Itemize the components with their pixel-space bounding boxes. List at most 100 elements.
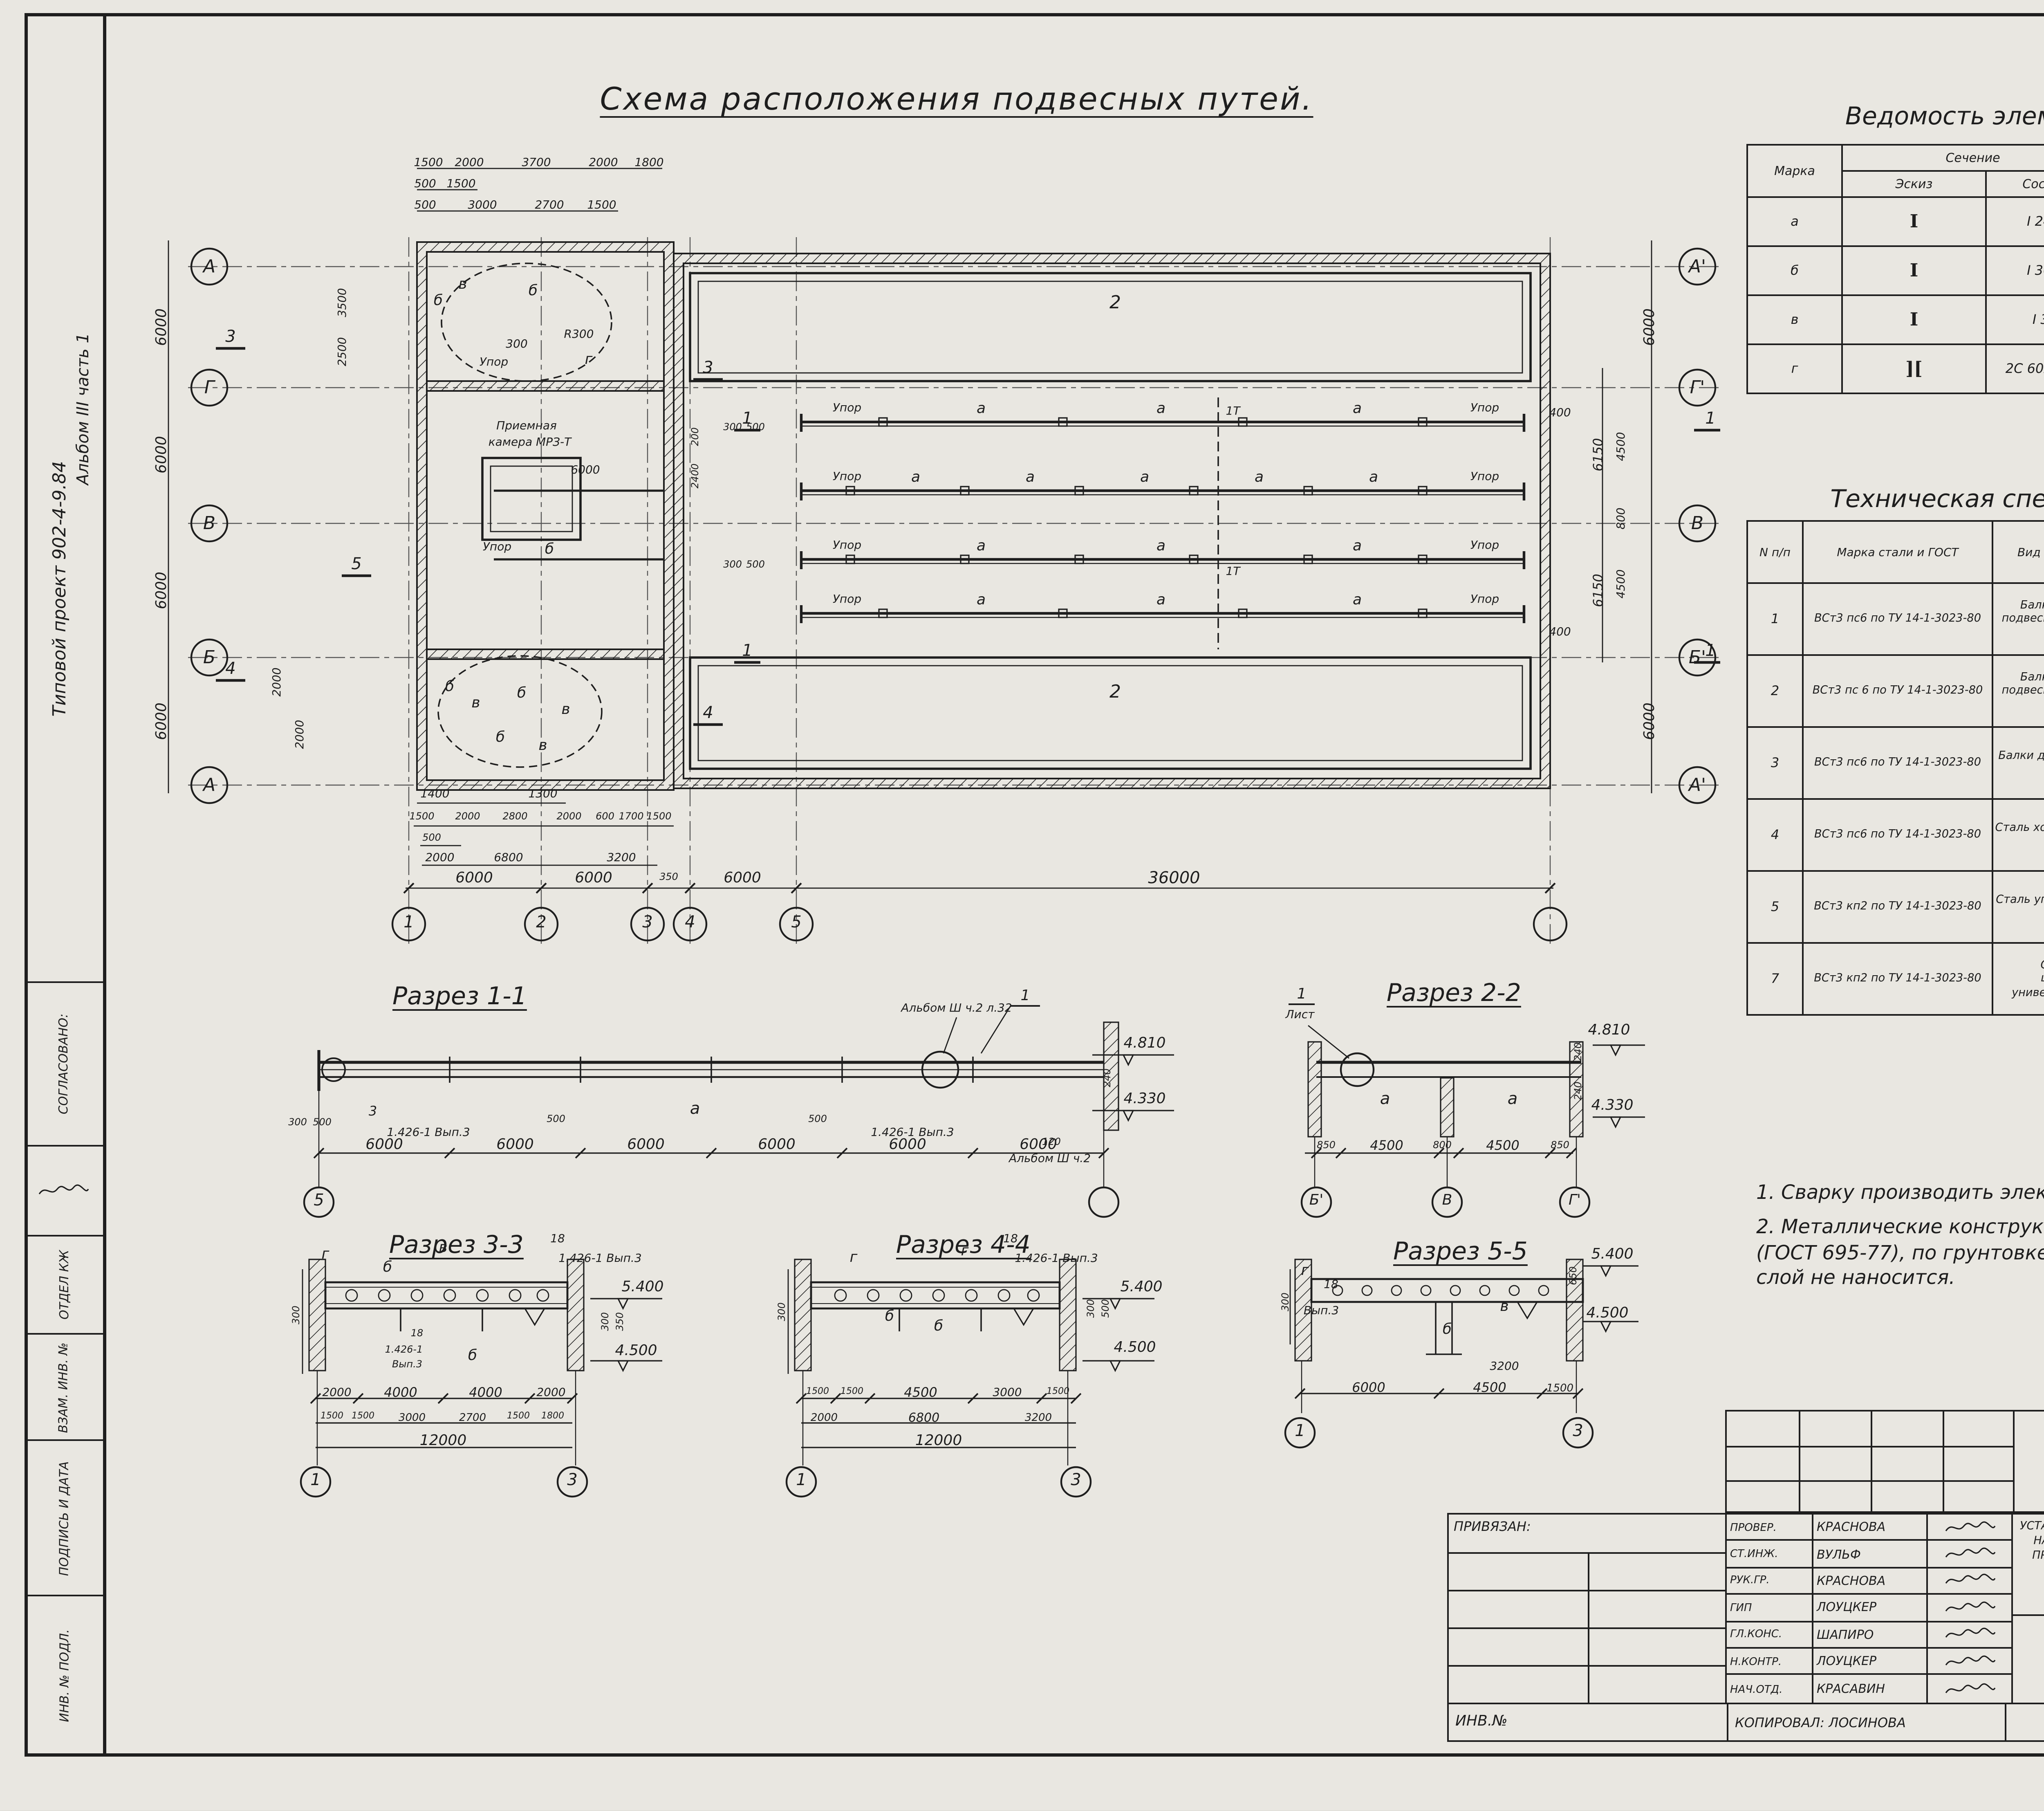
monorail-beams	[494, 414, 1526, 623]
signature	[1944, 1574, 1995, 1584]
axis-label: 4	[685, 914, 695, 932]
cell-marka: а	[1746, 196, 1843, 247]
ref-callout: 1.426-1 Вып.3	[871, 1126, 954, 1139]
dim-label: 3	[368, 1104, 377, 1119]
elevation-marks	[1289, 1265, 1638, 1344]
signature	[1944, 1655, 1995, 1665]
dim-label: 36000	[1148, 870, 1200, 888]
dim-label: 240	[1102, 1068, 1114, 1087]
dim-label: 1400	[420, 788, 450, 801]
privyazan-block: ПРИВЯЗАН:	[1449, 1515, 1727, 1703]
dim-label: 2700	[535, 199, 564, 212]
side-cell-label: СОГЛАСОВАНО:	[56, 1013, 72, 1115]
dim-label: 3700	[522, 156, 551, 169]
side-cell-podpis-data: ПОДПИСЬ И ДАТА	[25, 1439, 103, 1595]
dim-label: 2000	[425, 851, 455, 864]
elevation-value: 4.330	[1123, 1092, 1166, 1108]
beam-mark: а	[1352, 593, 1362, 609]
axis-label: Б'	[1309, 1193, 1324, 1210]
dim-label: 500	[313, 1117, 332, 1129]
beam-mark: б	[1442, 1322, 1452, 1339]
dim-label: 500	[414, 177, 436, 191]
dim-label: 6000	[455, 871, 493, 887]
dim-label: 300	[723, 559, 742, 571]
dim-label: 2000	[589, 156, 618, 169]
beam-mark: б	[433, 294, 443, 310]
cell-profile: Сталь холодногнутая швеллеры ГОСТ 8278-8…	[1992, 798, 2044, 872]
dim-label: 4500	[1370, 1138, 1403, 1153]
dim-label: 18	[550, 1232, 565, 1245]
dim-label: 650	[1568, 1266, 1580, 1285]
cell-sketch: I	[1841, 245, 1987, 296]
dim-label: 1500	[840, 1387, 863, 1397]
dim-label: 120	[1042, 1137, 1061, 1148]
building-walls	[416, 241, 1551, 791]
sig-role: РУК.ГР.	[1730, 1574, 1770, 1587]
filter-basins	[689, 272, 1532, 770]
dim-label: 1500	[507, 1412, 530, 1422]
dim-label: 12000	[419, 1434, 467, 1450]
axis-label: 5	[314, 1192, 324, 1210]
dim-label: 18	[1324, 1278, 1338, 1291]
cell-profile: Балки двутавровые ГОСТ 8239-72	[1992, 726, 2044, 800]
dim-label: 800	[1615, 507, 1628, 530]
dim-label: 300	[600, 1312, 612, 1331]
dim-label: 850	[1551, 1140, 1569, 1151]
side-cell-soglasovano: СОГЛАСОВАНО:	[25, 981, 103, 1145]
beam-mark: б	[517, 686, 527, 702]
walls	[308, 1259, 585, 1371]
beam-mark: б	[545, 542, 554, 559]
axis-label: 3	[1573, 1423, 1583, 1441]
dim-lines	[796, 1371, 1082, 1465]
stop-label: Упор	[1470, 593, 1499, 606]
sig-name: КРАСНОВА	[1812, 1515, 1926, 1540]
dim-label: 6000	[758, 1138, 796, 1154]
dim-label: 18	[1003, 1232, 1018, 1245]
elevation-value: 4.500	[1114, 1340, 1156, 1357]
dim-label: 2000	[294, 720, 307, 749]
axis-label: 1	[310, 1472, 321, 1490]
cell-sketch: I	[1841, 196, 1987, 247]
cell-sostav: 2С 60х50х3	[1985, 343, 2044, 394]
signature-row: Н.КОНТР. ЛОУЦКЕР	[1727, 1648, 2011, 1676]
sig-field	[1926, 1568, 2011, 1593]
dim-label: 800	[1433, 1140, 1452, 1151]
beam-mark: г	[321, 1247, 329, 1263]
elevation-marks	[1593, 1044, 1645, 1129]
frame-line	[103, 13, 106, 1757]
beam-mark: а	[1156, 402, 1166, 418]
side-cell-inv-podl: ИНВ. № ПОДЛ.	[25, 1595, 103, 1757]
side-cell-label: ОТДЕЛ КЖ	[56, 1250, 71, 1320]
dim-label: 6150	[1591, 574, 1606, 607]
signature	[1944, 1682, 1995, 1693]
dim-label: 6000	[155, 436, 171, 474]
cell-sostav: I 24М	[1985, 196, 2044, 247]
beam-mark: а	[1254, 470, 1264, 487]
sig-role: НАЧ.ОТД.	[1730, 1682, 1783, 1696]
side-cell-vzam-inv: ВЗАМ. ИНВ. №	[25, 1333, 103, 1439]
dim-label: 6000	[889, 1138, 926, 1154]
beam-mark: а	[1352, 402, 1362, 418]
dim-label: 600	[596, 811, 614, 823]
section-3-3-drawing	[300, 1259, 662, 1498]
dim-label: 4500	[904, 1385, 937, 1400]
elevation-value: 4.500	[615, 1344, 657, 1360]
dim-label: 4500	[1473, 1380, 1506, 1395]
dim-label: 1800	[541, 1412, 564, 1422]
axis-label: А'	[1688, 256, 1706, 277]
axis-label: 3	[1071, 1472, 1081, 1490]
beam-mark: а	[1507, 1091, 1518, 1109]
elevation-value: 5.400	[1591, 1247, 1634, 1263]
dim-label: 1500	[320, 1412, 343, 1422]
beam-mark: в	[1500, 1299, 1509, 1316]
cell-sketch: I	[1841, 294, 1987, 345]
dim-label: 300	[1280, 1293, 1292, 1311]
cell-profile: Сталь угловая равнобокая ГОСТ 8509-72	[1992, 870, 2044, 944]
dim-label: 500	[422, 833, 441, 844]
detail-callouts	[1289, 1003, 1375, 1087]
section-2-2-title: Разрез 2-2	[1387, 978, 1521, 1008]
beam-mark: в	[458, 277, 467, 294]
dim-label: 300	[506, 338, 528, 351]
stop-label: Упор	[832, 470, 862, 483]
